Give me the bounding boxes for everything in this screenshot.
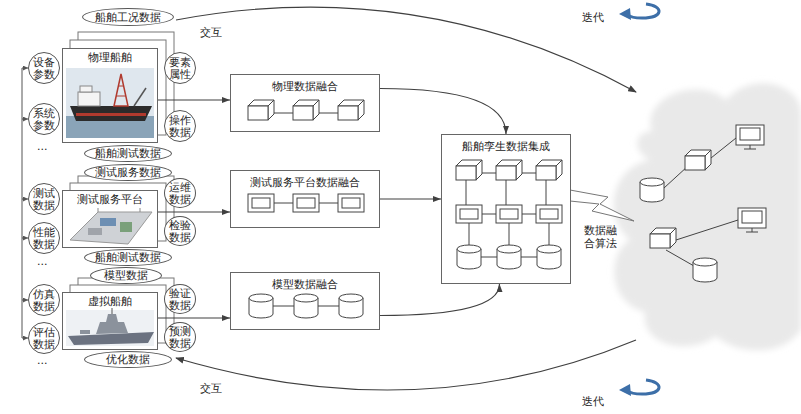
annotation-label: ... [37,354,48,367]
node-text: 验证数据 [169,287,191,311]
annotation-label: ... [37,140,48,153]
data-ellipse: 检验数据 [164,216,196,246]
node-text: 测试数据 [33,187,55,211]
node-text: 预测数据 [169,325,191,349]
interaction-arc [176,340,636,390]
data-ellipse: 系统参数 [28,103,60,135]
node-text: 系统参数 [33,107,55,131]
node-text: 物理船舶 [88,51,132,64]
annotation-label: 数据融合算法 [584,224,618,250]
node-text: 船舶测试数据 [95,251,161,263]
data-ellipse: 船舶测试数据 [84,145,172,162]
data-ellipse: 测试服务数据 [84,164,172,181]
node-text: 优化数据 [106,353,150,365]
flow-arrow [380,89,506,135]
cloud-shape [614,83,801,350]
data-ellipse: 性能数据 [28,222,60,254]
node-text: 物理数据融合 [272,80,338,93]
fusion-box: 测试服务平台数据融合 [230,170,380,228]
node-text: 测试服务平台数据融合 [250,176,360,189]
data-ellipse: 评估数据 [28,322,60,354]
data-ellipse: 模型数据 [90,267,162,284]
cloud-network [640,125,766,282]
node-text: 性能数据 [33,226,55,250]
node-text: 模型数据融合 [272,278,338,291]
flow-arrow [158,99,230,100]
node-text: 测试服务平台 [77,193,143,206]
iteration-icon [628,4,659,394]
data-ellipse: 优化数据 [84,351,172,368]
node-text: 操作数据 [169,114,191,138]
node-text: 船舶测试数据 [95,147,161,159]
annotation-label: 交互 [200,26,222,39]
node-text: 检验数据 [169,219,191,243]
node-text: 船舶孪生数据集成 [462,140,550,153]
flow-arrow [380,284,500,316]
node-text: 仿真数据 [33,288,55,312]
lightning-bolt [570,190,634,221]
node-text: 设备参数 [33,56,55,80]
source-card: 物理船舶 [62,48,158,143]
node-text: 船舶工况数据 [95,11,161,23]
annotation-label: 迭代 [582,395,604,408]
data-ellipse: 测试数据 [28,183,60,215]
iteration-icon-head [619,8,631,396]
node-text: 模型数据 [104,269,148,281]
node-text: 虚拟船舶 [88,295,132,308]
source-card: 测试服务平台 [62,190,158,248]
annotation-label: 交互 [200,382,222,395]
annotation-label: ... [37,255,48,268]
fusion-box: 模型数据融合 [230,272,380,330]
data-ellipse: 操作数据 [164,110,196,142]
node-text: 运维数据 [169,181,191,205]
data-ellipse: 船舶测试数据 [84,249,172,266]
fusion-box: 物理数据融合 [230,74,380,132]
node-text: 要素属性 [169,56,191,80]
node-text: 评估数据 [33,326,55,350]
data-ellipse: 船舶工况数据 [82,8,174,26]
data-ellipse: 验证数据 [164,284,196,314]
data-ellipse: 预测数据 [164,322,196,352]
flow-arrow [158,211,230,212]
annotation-label: 迭代 [582,11,604,24]
source-card: 虚拟船舶 [62,292,158,350]
fusion-box: 船舶孪生数据集成 [441,134,571,284]
data-ellipse: 仿真数据 [28,284,60,316]
flow-arrow [158,317,230,318]
data-ellipse: 运维数据 [164,178,196,208]
data-ellipse: 要素属性 [164,52,196,84]
data-ellipse: 设备参数 [28,52,60,84]
node-text: 测试服务数据 [95,166,161,178]
flow-arrow [380,198,441,199]
